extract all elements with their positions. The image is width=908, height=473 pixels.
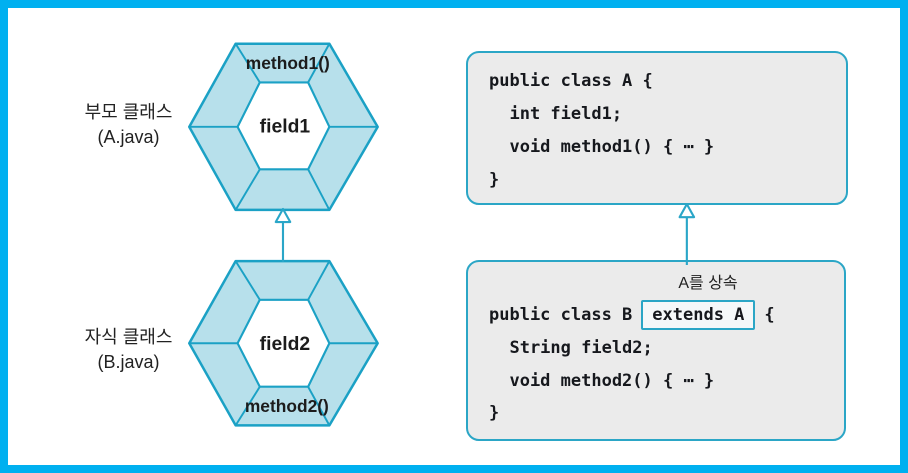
parent-class-caption-name: 부모 클래스 [84,102,173,122]
code-line-b1-prefix: public class B [489,305,633,325]
child-hexagon-outer-ring [188,259,379,427]
class-a-code-box: public class A { int field1; void method… [466,51,848,205]
code-line-a3: void method1() { ⋯ } [489,137,715,157]
child-hexagon-inner-hole [236,298,331,388]
child-class-caption: 자식 클래스 (B.java) [46,325,211,375]
code-line-b1-suffix: { [764,305,775,325]
parent-hexagon-outer-ring [188,42,379,212]
child-class-caption-name: 자식 클래스 [84,327,173,347]
parent-class-caption-file: (A.java) [97,127,160,147]
parent-field-label: field1 [260,117,311,138]
child-hexagon-spokes [189,260,378,426]
parent-hexagon: method1() field1 [188,42,379,212]
code-line-a4: } [489,170,500,190]
parent-hexagon-inner-hole [236,81,331,171]
code-line-b4: } [489,403,500,423]
code-line-b1: public class B extends A { [489,300,836,330]
child-hexagon: field2 method2() [188,259,379,427]
arrowhead-icon [678,203,696,219]
code-line-a1: public class A { [489,71,653,91]
code-inheritance-arrow [678,203,696,266]
parent-method-label: method1() [246,53,330,73]
inherit-note-label: A를 상속 [678,275,738,292]
parent-hexagon-spokes [189,43,378,211]
class-b-code-box: A를 상속 public class B extends A { String … [466,260,846,441]
extends-highlight-box: extends A [641,300,756,330]
code-line-b2: String field2; [489,338,653,358]
code-line-a2: int field1; [489,104,623,124]
child-class-caption-file: (B.java) [97,352,160,372]
child-field-label: field2 [260,334,310,355]
child-method-label: method2() [245,396,329,416]
parent-class-caption: 부모 클래스 (A.java) [46,100,211,150]
code-line-b3: void method2() { ⋯ } [489,371,715,391]
arrowhead-icon [274,207,292,224]
hexagon-inheritance-arrow [274,207,292,263]
